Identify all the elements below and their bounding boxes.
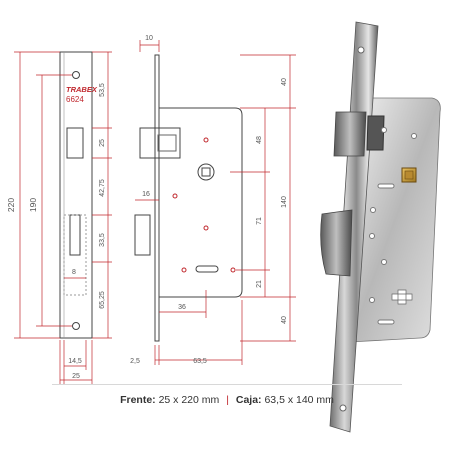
photo-keyhole — [391, 289, 413, 305]
photo-rivet-6 — [369, 297, 375, 303]
dim-front-width-inner: 14,5 — [68, 358, 82, 365]
dim-right-spindle: 71 — [256, 217, 263, 225]
photo-rivet-1 — [381, 127, 387, 133]
front-latch-slot — [69, 214, 81, 256]
front-latch-dashed — [63, 214, 87, 296]
photo-rivet-5 — [381, 259, 387, 265]
front-plate-outline — [59, 51, 93, 339]
dim-top-offset: 10 — [145, 35, 153, 42]
photo-spindle-hole — [404, 170, 414, 180]
caption-separator: | — [226, 394, 229, 406]
photo-screw-bottom — [339, 404, 347, 412]
side-faceplate — [154, 54, 160, 342]
front-height-dimensions — [14, 51, 72, 339]
dim-right-key: 21 — [256, 280, 263, 288]
brand-name: TRABEX — [66, 85, 98, 94]
photo-rivet-3 — [370, 207, 376, 213]
caption-frente-label: Frente: — [120, 394, 156, 406]
front-bolt-slot — [66, 127, 84, 159]
dim-spacing-1: 53,5 — [99, 83, 106, 97]
dim-right-bolt: 48 — [256, 136, 263, 144]
case-outline — [159, 107, 243, 298]
key-slot — [195, 265, 219, 273]
dim-latch-depth: 16 — [142, 191, 150, 198]
photo-bolt — [333, 111, 367, 157]
dim-spacing-3: 42,75 — [99, 179, 106, 197]
dim-right-bottom: 40 — [281, 316, 288, 324]
spindle-square — [201, 167, 211, 177]
front-screw-top — [72, 71, 80, 79]
front-spacing-dimensions — [92, 51, 112, 339]
photo-bolt-slot — [366, 115, 385, 151]
caption-caja-value: 63,5 x 140 mm — [264, 394, 334, 406]
front-screw-bottom — [72, 322, 80, 330]
side-bolt — [139, 127, 181, 159]
photo-faceplate — [329, 21, 379, 433]
dim-spacing-2: 25 — [99, 139, 106, 147]
dim-front-width-total: 25 — [72, 373, 80, 380]
photo-slot-1 — [377, 183, 395, 189]
dim-right-top: 40 — [281, 78, 288, 86]
spindle-hub — [197, 163, 215, 181]
dim-spacing-4: 33,5 — [99, 233, 106, 247]
dim-spacing-5: 65,25 — [99, 291, 106, 309]
case-screw-5 — [230, 267, 236, 273]
case-screw-4 — [181, 267, 187, 273]
photo-screw-top — [357, 46, 365, 54]
side-dimensions — [135, 40, 243, 365]
side-latch — [134, 214, 151, 256]
photo-rivet-4 — [369, 233, 375, 239]
dim-right-case: 140 — [281, 196, 288, 208]
spec-caption: Frente: 25 x 220 mm | Caja: 63,5 x 140 m… — [0, 394, 454, 406]
brand-model: 6624 — [66, 95, 84, 104]
dim-latch-width: 8 — [72, 269, 76, 276]
photo-case — [349, 97, 441, 343]
photo-latch — [320, 209, 353, 277]
dim-front-height-inner: 190 — [28, 198, 38, 212]
caption-divider — [52, 384, 402, 385]
front-plate-view: TRABEX 6624 — [59, 51, 98, 339]
dim-backset: 36 — [178, 304, 186, 311]
dim-plate-thickness: 2,5 — [130, 358, 140, 365]
case-screw-1 — [203, 137, 209, 143]
photo-rivet-2 — [411, 133, 417, 139]
caption-frente-value: 25 x 220 mm — [158, 394, 220, 406]
case-screw-3 — [203, 225, 209, 231]
side-view — [134, 54, 243, 342]
side-bolt-inner — [157, 134, 177, 152]
photo-slot-2 — [377, 319, 395, 325]
front-width-dimensions — [59, 340, 93, 385]
case-screw-2 — [172, 193, 178, 199]
dim-front-height-total: 220 — [6, 198, 16, 212]
right-dimensions — [230, 54, 296, 342]
dim-case-depth: 63,5 — [193, 358, 207, 365]
lock-product-photo — [320, 21, 441, 433]
caption-caja-label: Caja: — [235, 394, 262, 406]
